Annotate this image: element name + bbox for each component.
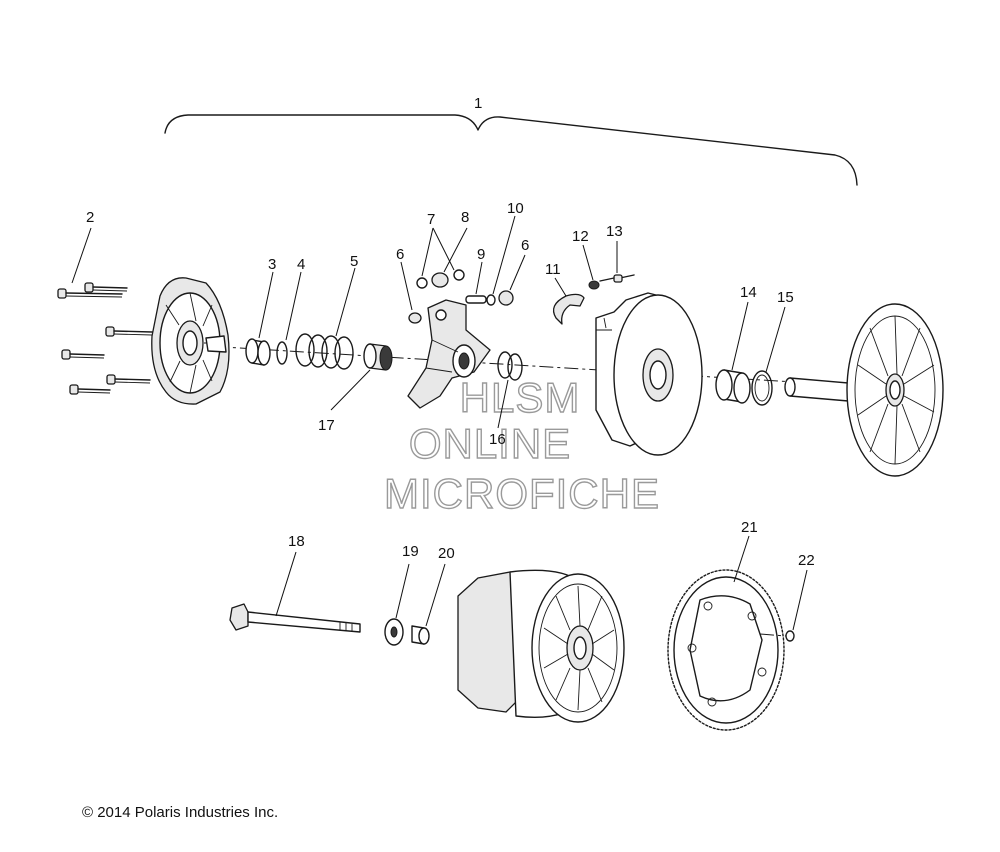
callout-9: 9 bbox=[477, 246, 485, 263]
callout-7: 7 bbox=[427, 211, 435, 228]
watermark-line-3: MICROFICHE bbox=[384, 470, 660, 517]
watermark-line-1: HLSM bbox=[460, 374, 581, 421]
ring-15 bbox=[751, 370, 773, 406]
spring-5 bbox=[295, 333, 354, 370]
ring-gear-21 bbox=[667, 569, 785, 731]
assembly-bracket bbox=[164, 114, 858, 186]
callout-20: 20 bbox=[438, 545, 455, 562]
moveable-sheave bbox=[595, 292, 703, 456]
weight-11 bbox=[552, 293, 585, 325]
callout-19: 19 bbox=[402, 543, 419, 560]
watermark-line-2: ONLINE bbox=[409, 420, 571, 467]
callout-16: 16 bbox=[489, 431, 506, 448]
callout-6a: 6 bbox=[396, 246, 404, 263]
callout-21: 21 bbox=[741, 519, 758, 536]
callout-6b: 6 bbox=[521, 237, 529, 254]
o-ring-4 bbox=[276, 341, 288, 365]
callout-5: 5 bbox=[350, 253, 358, 270]
bushing-14 bbox=[715, 369, 751, 404]
washers-16 bbox=[497, 351, 523, 381]
nut-12 bbox=[588, 280, 600, 290]
callout-8: 8 bbox=[461, 209, 469, 226]
callout-14: 14 bbox=[740, 284, 757, 301]
spacer-20 bbox=[411, 625, 430, 645]
callout-22: 22 bbox=[798, 552, 815, 569]
callout-15: 15 bbox=[777, 289, 794, 306]
callout-18: 18 bbox=[288, 533, 305, 550]
callouts: 1 2 3 4 5 6 7 8 9 10 6 11 12 13 14 15 16… bbox=[86, 95, 815, 569]
bolt-18 bbox=[229, 603, 361, 633]
bushing-3 bbox=[245, 338, 271, 366]
callout-11: 11 bbox=[545, 261, 561, 278]
callout-13: 13 bbox=[606, 223, 623, 240]
copyright-notice: © 2014 Polaris Industries Inc. bbox=[82, 804, 279, 821]
pin-13 bbox=[599, 274, 635, 283]
callout-2: 2 bbox=[86, 209, 94, 226]
screw-22 bbox=[785, 630, 795, 642]
bushing-17 bbox=[363, 343, 393, 371]
bolts bbox=[57, 282, 153, 395]
washer-19 bbox=[384, 618, 404, 646]
cover-plate bbox=[151, 277, 230, 405]
callout-12: 12 bbox=[572, 228, 589, 245]
callout-3: 3 bbox=[268, 256, 276, 273]
callout-17: 17 bbox=[318, 417, 335, 434]
assembled-clutch bbox=[457, 569, 625, 723]
fixed-sheave bbox=[784, 303, 944, 477]
callout-4: 4 bbox=[297, 256, 305, 273]
callout-10: 10 bbox=[507, 200, 524, 217]
leader-lines bbox=[71, 215, 808, 631]
callout-1: 1 bbox=[474, 95, 482, 112]
spider bbox=[407, 299, 491, 409]
small-parts bbox=[408, 269, 514, 324]
watermark: HLSM ONLINE MICROFICHE bbox=[383, 373, 660, 517]
